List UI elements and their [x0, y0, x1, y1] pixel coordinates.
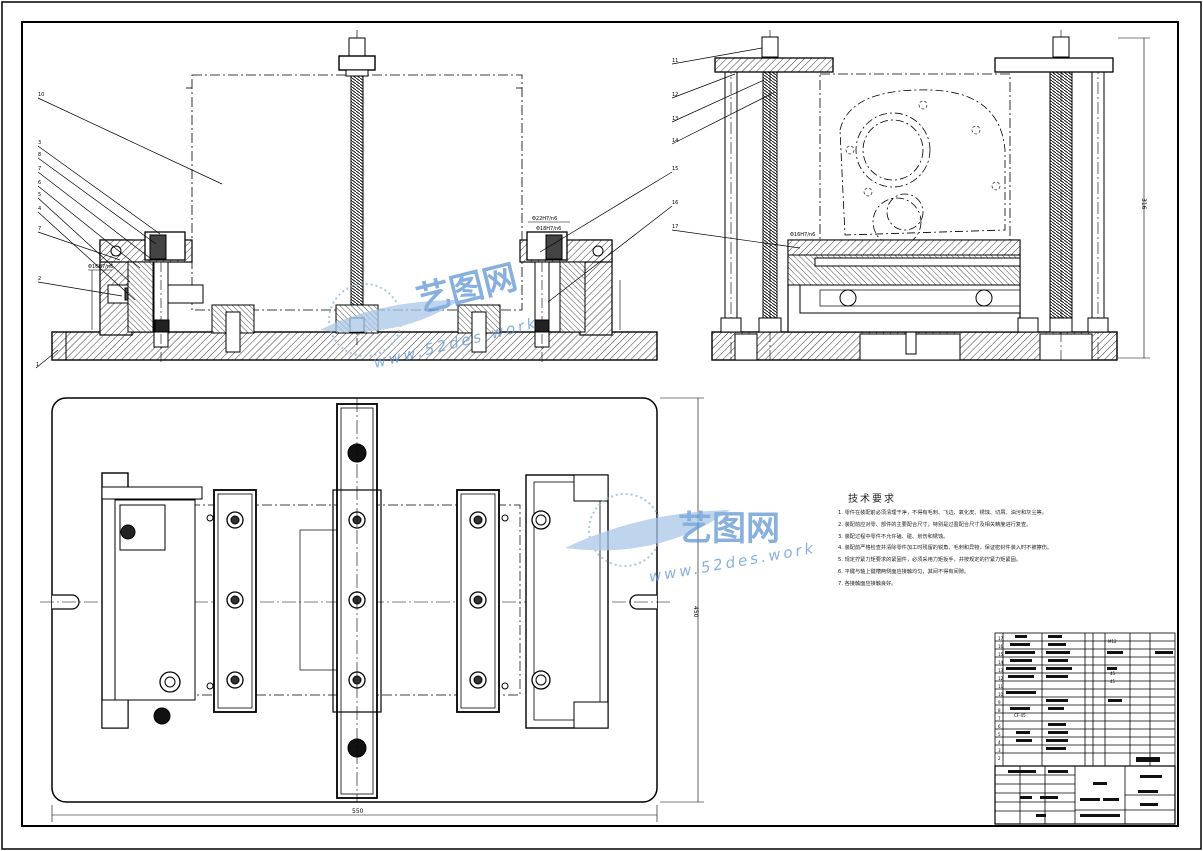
bom-spec-text: M12	[1108, 639, 1117, 644]
svg-text:15: 15	[672, 166, 678, 172]
svg-text:3: 3	[998, 748, 1001, 753]
requirement-item: 3. 装配过程中零件不允许磕、碰、划伤和锈蚀。	[838, 533, 949, 540]
requirement-item: 4. 装配前严格检查并清除零件加工时残留的锐角、毛刺和异物，保证密封件装入时不被…	[838, 545, 1053, 552]
svg-text:15: 15	[998, 652, 1004, 657]
svg-text:5: 5	[998, 732, 1001, 737]
svg-text:3: 3	[38, 140, 41, 146]
top-nut	[348, 37, 366, 57]
svg-text:11: 11	[672, 58, 678, 64]
requirement-item: 2. 装配前应对零、部件的主要配合尺寸，特别是过盈配合尺寸及相关精度进行复查。	[838, 521, 1032, 528]
svg-text:6: 6	[38, 180, 41, 186]
svg-text:8: 8	[998, 708, 1001, 713]
svg-text:Φ22H7/n6: Φ22H7/n6	[532, 216, 557, 222]
svg-text:6: 6	[998, 724, 1001, 729]
inner-frame	[21, 21, 1179, 827]
base-plate-section	[51, 331, 658, 361]
top-view: 550 450	[40, 397, 704, 822]
balloon-labels-left: 10 3 8 7 6 5 4 7 2 1 15 16 Φ16H7/n6 Φ22H7/n6 Φ18H…	[36, 92, 678, 368]
requirement-item: 1. 零件在装配前必须清理干净，不得有毛刺、飞边、氧化皮、锈蚀、切屑、油污和灰尘…	[838, 510, 1047, 516]
svg-text:7: 7	[38, 226, 41, 232]
svg-text:14: 14	[672, 138, 678, 144]
svg-text:16: 16	[672, 200, 678, 206]
svg-text:13: 13	[672, 116, 678, 122]
svg-text:12: 12	[672, 92, 678, 98]
svg-text:10: 10	[998, 692, 1004, 697]
svg-text:4: 4	[38, 206, 41, 212]
svg-text:4: 4	[998, 740, 1001, 745]
svg-text:17: 17	[672, 224, 678, 230]
requirement-item: 7. 各接触面应接触良好。	[838, 580, 897, 587]
technical-requirements-title: 技术要求	[848, 494, 896, 505]
svg-text:7: 7	[998, 716, 1001, 721]
svg-text:5: 5	[38, 192, 41, 198]
bom-text-marks	[1005, 635, 1173, 817]
requirement-item: 6. 平键与轴上键槽两侧面应接触均匀，其间不得有间隙。	[838, 568, 970, 575]
svg-text:17: 17	[998, 636, 1004, 641]
length-dimension-text: 550	[352, 808, 364, 815]
side-view: 11 12 13 14 17 Φ16H7/n6 316	[671, 30, 1150, 361]
bom-material-2: 45	[1110, 679, 1116, 684]
svg-text:2: 2	[998, 756, 1001, 761]
watermark-brand-2: 艺图网	[678, 509, 780, 549]
technical-requirements: 技术要求 1. 零件在装配前必须清理干净，不得有毛刺、飞边、氧化皮、锈蚀、切屑、…	[838, 490, 1138, 591]
svg-text:2: 2	[38, 276, 41, 282]
svg-text:12: 12	[998, 676, 1004, 681]
svg-text:13: 13	[998, 668, 1004, 673]
bom-material-text: CF-45	[1014, 713, 1026, 718]
svg-text:11: 11	[998, 684, 1004, 689]
svg-text:Φ16H7/n6: Φ16H7/n6	[790, 232, 815, 238]
svg-text:7: 7	[38, 166, 41, 172]
svg-text:1: 1	[36, 362, 39, 368]
svg-text:Φ18H7/n6: Φ18H7/n6	[536, 226, 561, 232]
front-view: 10 3 8 7 6 5 4 7 2 1 15 16 Φ16H7/n6 Φ22H7/n6 Φ18H…	[35, 30, 678, 369]
svg-text:9: 9	[998, 700, 1001, 705]
height-dimension-text: 316	[1140, 198, 1147, 210]
width-dimension-text: 450	[692, 606, 699, 618]
bom-material-1: 45	[1110, 671, 1116, 676]
svg-text:14: 14	[998, 660, 1004, 665]
svg-text:16: 16	[998, 644, 1004, 649]
svg-text:10: 10	[38, 92, 44, 98]
balloon-leaders-left	[35, 97, 673, 369]
svg-text:Φ16H7/n6: Φ16H7/n6	[88, 264, 113, 270]
svg-text:8: 8	[38, 152, 41, 158]
requirement-item: 5. 规定拧紧力矩要求的紧固件，必须采用力矩扳手，并按规定的拧紧力矩紧固。	[838, 557, 1021, 564]
